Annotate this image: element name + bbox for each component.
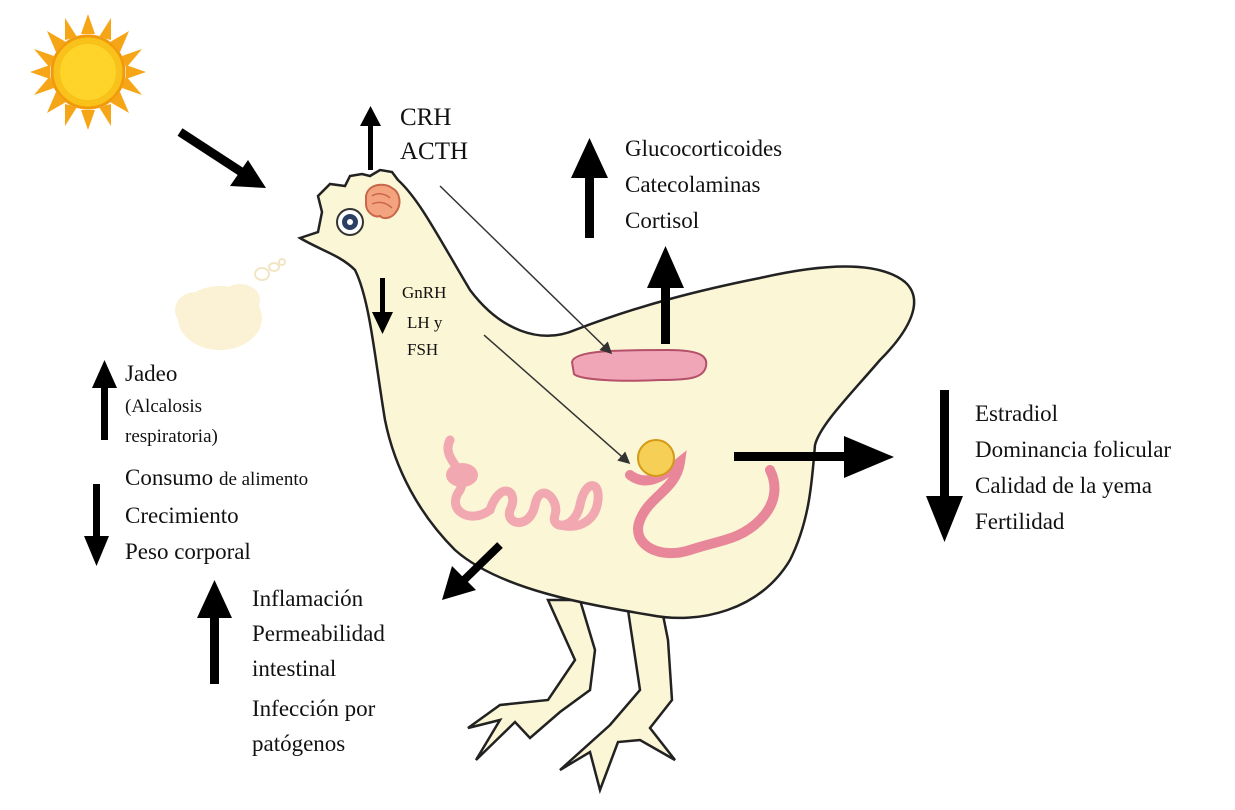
gluco-up-arrow <box>571 138 608 238</box>
patogenos-label: patógenos <box>252 730 345 759</box>
fsh-label: FSH <box>407 339 438 360</box>
fertilidad-label: Fertilidad <box>975 508 1064 537</box>
consumo-label: Consumo de alimento <box>125 464 308 493</box>
de-alimento-words: de alimento <box>219 469 308 490</box>
cortisol-label: Cortisol <box>625 207 699 236</box>
jadeo-up-arrow <box>92 360 117 440</box>
permeabilidad-label: Permeabilidad <box>252 620 385 649</box>
estradiol-label: Estradiol <box>975 400 1058 429</box>
crh-label: CRH <box>400 102 451 133</box>
acth-label: ACTH <box>400 136 468 167</box>
catecolaminas-label: Catecolaminas <box>625 171 760 200</box>
heat-arrow <box>180 132 266 188</box>
inflamacion-up-arrow <box>197 580 232 684</box>
gnrh-label: GnRH <box>402 282 446 303</box>
dominancia-label: Dominancia folicular <box>975 436 1171 465</box>
hen-illustration <box>300 170 914 790</box>
intestinal-label: intestinal <box>252 655 336 684</box>
infeccion-label: Infección por <box>252 695 375 724</box>
breath-cloud-icon <box>175 259 285 350</box>
brain-icon <box>366 185 399 218</box>
jadeo-label: Jadeo <box>125 360 177 389</box>
sun-icon <box>30 14 146 130</box>
glucocorticoides-label: Glucocorticoides <box>625 135 782 164</box>
adrenal-organ-icon <box>572 350 706 381</box>
respiratoria-label: respiratoria) <box>125 425 218 449</box>
calidad-yema-label: Calidad de la yema <box>975 472 1152 501</box>
inflamacion-label: Inflamación <box>252 585 363 614</box>
alcalosis-label: (Alcalosis <box>125 395 202 419</box>
peso-corporal-label: Peso corporal <box>125 538 251 567</box>
crh-up-arrow <box>360 106 381 170</box>
crecimiento-label: Crecimiento <box>125 502 239 531</box>
consumo-word: Consumo <box>125 465 219 490</box>
estradiol-down-arrow <box>926 390 963 542</box>
lh-label: LH y <box>407 312 442 333</box>
consumo-down-arrow <box>84 484 109 566</box>
